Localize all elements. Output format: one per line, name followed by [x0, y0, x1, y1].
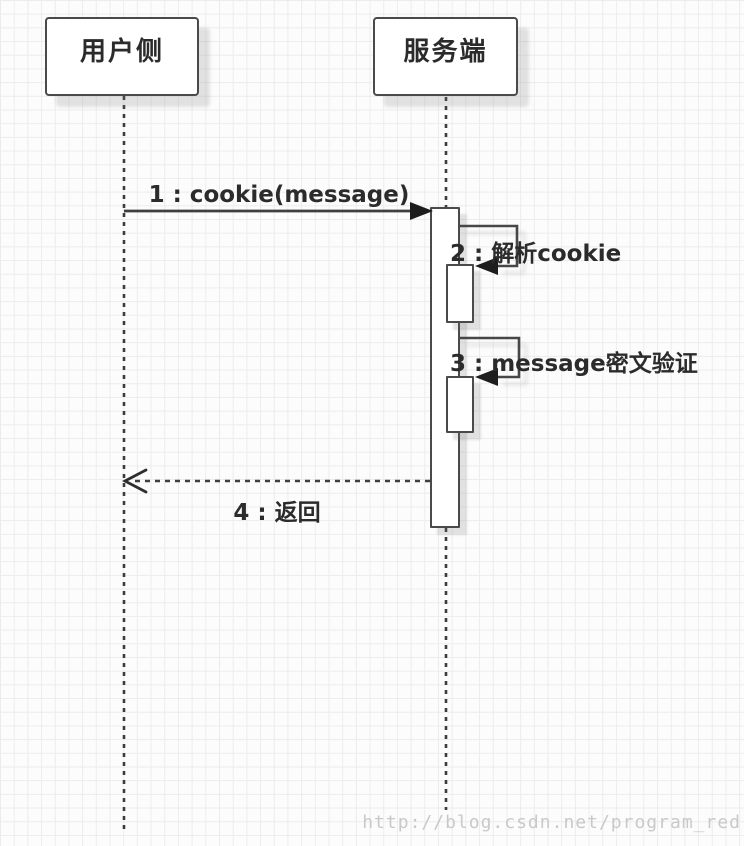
message-1-label: 1 : cookie(message) — [148, 182, 410, 208]
actor-label-user: 用户侧 — [79, 37, 164, 67]
arrowhead-open-left-icon — [121, 468, 148, 494]
activation-bar-nested-2 — [446, 376, 474, 433]
actor-box-user: 用户侧 — [45, 17, 199, 96]
watermark-url: http://blog.csdn.net/program_red — [362, 812, 741, 833]
message-2-label: 2 : 解析cookie — [450, 241, 622, 267]
actor-label-server: 服务端 — [403, 37, 488, 67]
message-3-label: 3 : message密文验证 — [450, 351, 698, 377]
message-4-label: 4 : 返回 — [233, 500, 321, 526]
actor-box-server: 服务端 — [373, 17, 518, 96]
activation-bar-nested-1 — [446, 264, 474, 323]
